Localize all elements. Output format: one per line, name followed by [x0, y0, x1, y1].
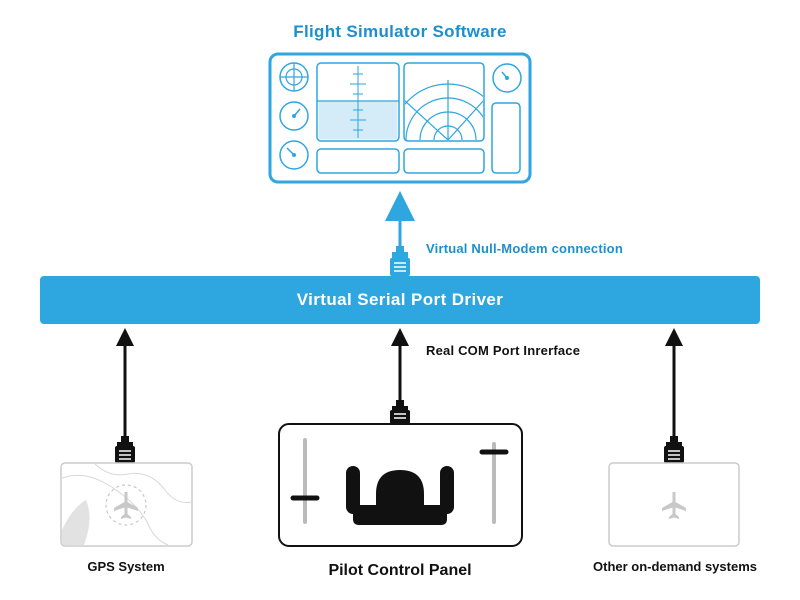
radar-panel [403, 62, 485, 142]
speed-gauge-icon [279, 101, 309, 131]
serial-connector-icon [664, 436, 684, 463]
airplane-icon [662, 492, 686, 519]
virtual-serial-port-driver-bar: Virtual Serial Port Driver [40, 276, 760, 324]
simulator-screen [268, 52, 532, 184]
other-arrow [665, 328, 683, 436]
serial-connector-icon [390, 246, 410, 276]
simulator-title: Flight Simulator Software [293, 22, 507, 41]
gps-device [60, 462, 193, 547]
bottom-display-right [403, 148, 485, 174]
serial-connector-icon [390, 400, 410, 424]
airplane-icon [114, 492, 138, 519]
heading-gauge-icon [492, 63, 522, 93]
bottom-display-left [316, 148, 400, 174]
other-systems-device [608, 462, 740, 547]
altitude-gauge-icon [279, 140, 309, 170]
real-interface-label: Real COM Port Inrerface [426, 343, 581, 358]
pilot-arrow [391, 328, 409, 400]
pilot-control-panel [278, 423, 523, 547]
pilot-label: Pilot Control Panel [328, 562, 472, 579]
side-display-panel [491, 102, 521, 174]
serial-connector-icon [115, 436, 135, 463]
control-yoke-icon [346, 466, 454, 525]
other-systems-label: Other on-demand systems [593, 559, 757, 574]
attitude-gauge-icon [279, 62, 309, 92]
driver-label: Virtual Serial Port Driver [296, 290, 504, 309]
gps-label: GPS System [87, 559, 165, 574]
horizon-panel [316, 62, 400, 142]
virtual-connection-label: Virtual Null-Modem connection [426, 241, 623, 256]
gps-arrow [116, 328, 134, 436]
